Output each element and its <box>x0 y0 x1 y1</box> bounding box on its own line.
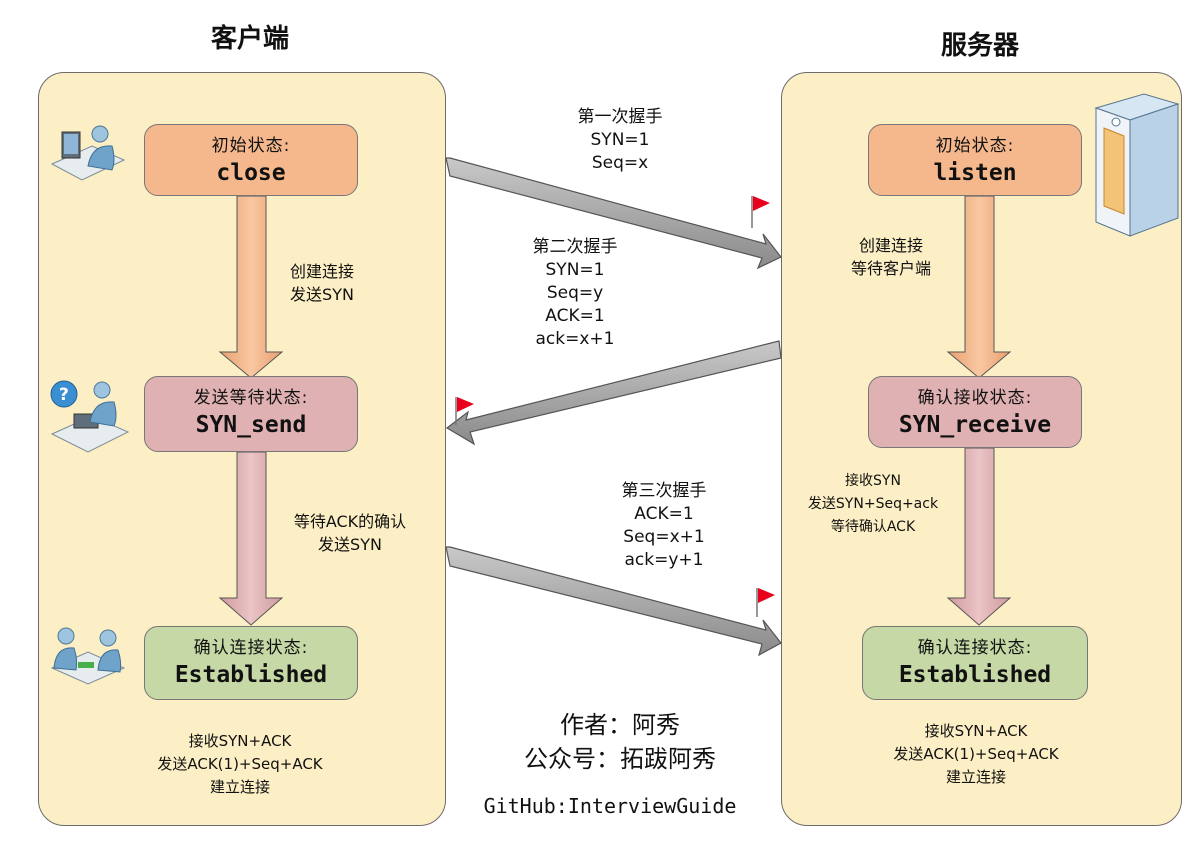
flag-icon <box>756 588 775 617</box>
state-value: Established <box>898 662 1052 688</box>
client-state-initial: 初始状态: close <box>144 124 358 196</box>
server-arrow-2 <box>946 447 1012 626</box>
state-label: 初始状态: <box>211 136 291 156</box>
server-icon <box>1094 93 1180 237</box>
server-state-initial: 初始状态: listen <box>868 124 1082 196</box>
state-value: Established <box>174 662 328 688</box>
handshake-2-label: 第二次握手 SYN=1 Seq=y ACK=1 ack=x+1 <box>532 237 618 349</box>
state-label: 发送等待状态: <box>193 388 309 408</box>
client-arrow-2 <box>218 451 284 626</box>
users-meeting-icon <box>50 627 126 685</box>
state-value: SYN_receive <box>898 412 1052 438</box>
client-transition-2: 等待ACK的确认 发送SYN <box>293 512 407 554</box>
flag-icon <box>751 196 770 228</box>
state-value: SYN_send <box>195 412 307 438</box>
server-transition-1: 创建连接 等待客户端 <box>850 236 931 278</box>
client-arrow-1 <box>218 195 284 379</box>
server-title: 服务器 <box>940 31 1019 61</box>
server-arrow-1 <box>946 195 1012 379</box>
state-value: listen <box>933 160 1017 186</box>
state-label: 初始状态: <box>935 136 1015 156</box>
svg-text:?: ? <box>59 385 69 405</box>
state-label: 确认接收状态: <box>917 388 1033 408</box>
client-footer: 接收SYN+ACK 发送ACK(1)+Seq+ACK 建立连接 <box>157 732 323 796</box>
user-question-icon: ? <box>50 380 130 453</box>
client-state-send: 发送等待状态: SYN_send <box>144 376 358 452</box>
state-label: 确认连接状态: <box>917 638 1033 658</box>
handshake-2-arrow <box>445 340 782 446</box>
state-value: close <box>216 160 286 186</box>
credit-github: GitHub:InterviewGuide <box>483 794 737 818</box>
server-footer: 接收SYN+ACK 发送ACK(1)+Seq+ACK 建立连接 <box>893 722 1059 786</box>
client-title: 客户端 <box>210 24 289 54</box>
handshake-3-label: 第三次握手 ACK=1 Seq=x+1 ack=y+1 <box>621 481 707 570</box>
flag-icon <box>455 397 474 425</box>
credit-account: 公众号：拓跋阿秀 <box>524 745 716 773</box>
credit-author: 作者：阿秀 <box>560 711 680 739</box>
handshake-3-arrow <box>445 546 782 657</box>
client-transition-1: 创建连接 发送SYN <box>289 262 354 304</box>
handshake-1-label: 第一次握手 SYN=1 Seq=x <box>577 107 663 173</box>
client-state-established: 确认连接状态: Established <box>144 626 358 700</box>
server-state-established: 确认连接状态: Established <box>862 626 1088 700</box>
server-state-receive: 确认接收状态: SYN_receive <box>868 376 1082 448</box>
state-label: 确认连接状态: <box>193 638 309 658</box>
handshake-1-arrow <box>445 157 782 270</box>
server-transition-2: 接收SYN 发送SYN+Seq+ack 等待确认ACK <box>807 473 939 535</box>
user-at-computer-icon <box>50 125 126 181</box>
